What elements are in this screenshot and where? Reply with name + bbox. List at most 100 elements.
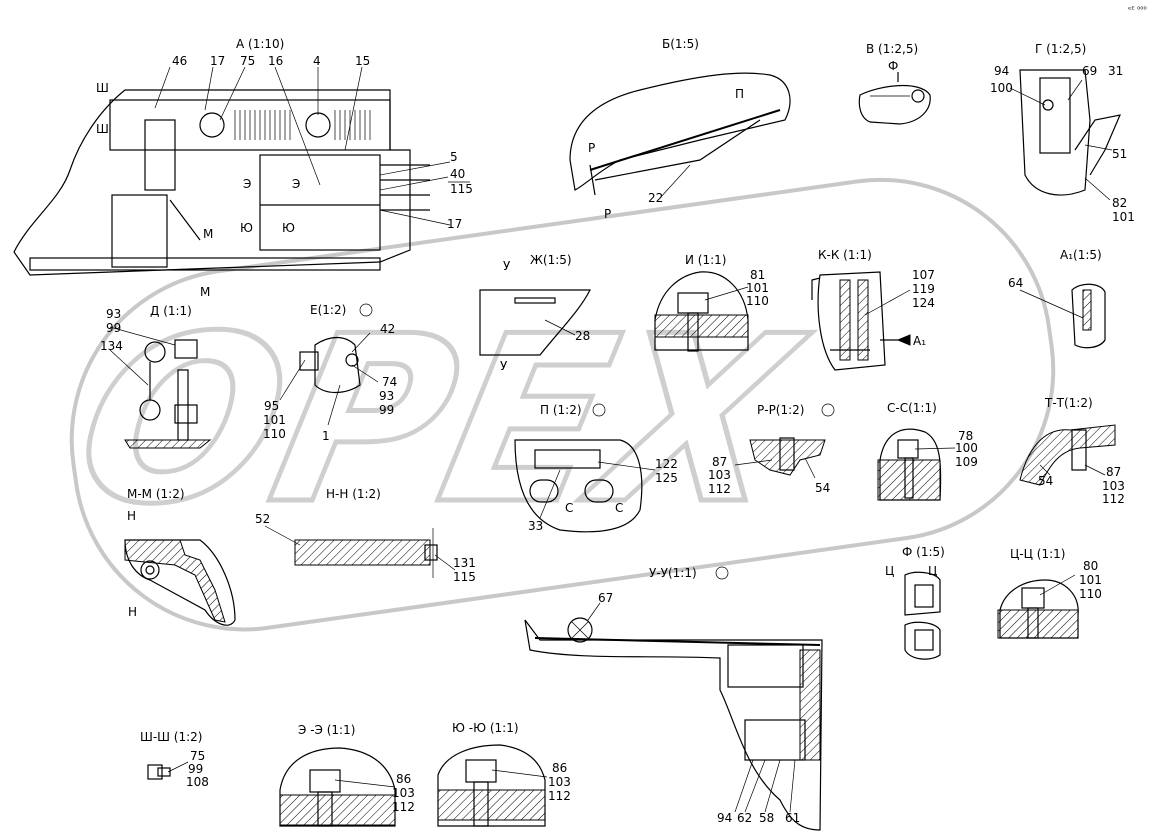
label-s-1: С (565, 501, 573, 515)
callout-rr-112: 112 (708, 482, 731, 496)
callout-e-110: 110 (263, 427, 286, 441)
callout-a-16: 16 (268, 54, 283, 68)
label-a1: А₁ (913, 334, 926, 348)
callout-a1-64: 64 (1008, 276, 1023, 290)
view-d: Д (1:1) 93 99 134 (100, 304, 212, 449)
view-tsts: Ц-Ц (1:1) 80 101 110 (997, 547, 1102, 639)
label-p: П (735, 87, 744, 101)
view-uu-title: У-У(1:1) (649, 566, 697, 580)
view-f-upper (904, 571, 941, 616)
view-v-title: В (1:2,5) (866, 42, 918, 56)
callout-a-115: 115 (450, 182, 473, 196)
view-mm-outline (124, 539, 236, 626)
label-n-1: Н (127, 509, 136, 523)
view-rr-title: Р-Р(1:2) (757, 403, 804, 417)
label-sh-2: Ш (96, 122, 109, 136)
view-nn: Н-Н (1:2) 52 131 115 (255, 487, 476, 584)
callout-p-122: 122 (655, 457, 678, 471)
view-kk-title: К-К (1:1) (818, 248, 872, 262)
view-b-title: Б(1:5) (662, 37, 699, 51)
callout-zh-28: 28 (575, 329, 590, 343)
view-rr: Р-Р(1:2) 87 103 112 54 (708, 403, 835, 496)
view-b: Б(1:5) П Р Р 22 (569, 37, 791, 221)
callout-tsts-110: 110 (1079, 587, 1102, 601)
view-f: Ф (1:5) Ц Ц (885, 545, 945, 660)
callout-g-101: 101 (1112, 210, 1135, 224)
view-p-outline (514, 439, 643, 533)
callout-uu-62: 62 (737, 811, 752, 825)
callout-a-17b: 17 (447, 217, 462, 231)
view-ee: Э -Э (1:1) 86 103 112 (279, 723, 415, 827)
leader-17 (204, 66, 214, 111)
callout-e-101: 101 (263, 413, 286, 427)
callout-d-134: 134 (100, 339, 123, 353)
view-e-body (314, 336, 361, 394)
label-e-1: Э (243, 177, 251, 191)
callout-g-51: 51 (1112, 147, 1127, 161)
view-mm-title: М-М (1:2) (127, 487, 185, 501)
view-a-outline (13, 89, 411, 276)
view-a-mechanism-right (305, 112, 331, 138)
view-p: П (1:2) 122 125 33 С С (514, 403, 678, 533)
callout-tt-87: 87 (1106, 465, 1121, 479)
view-ss: С-С(1:1) 78 100 109 (877, 401, 978, 501)
callout-e-74: 74 (382, 375, 397, 389)
corner-mark: ᵉᴱ ⁰⁰⁰ (1128, 5, 1147, 14)
view-g: Г (1:2,5) 94 100 69 31 51 82 101 (990, 42, 1135, 224)
label-sh-1: Ш (96, 81, 109, 95)
view-yuyu-title: Ю -Ю (1:1) (452, 721, 519, 735)
label-yu-2: Ю (282, 221, 295, 235)
label-n-2: Н (128, 605, 137, 619)
callout-rr-54: 54 (815, 481, 830, 495)
label-m-1: М (203, 227, 213, 241)
view-a-block (111, 194, 168, 268)
callout-shsh-108: 108 (186, 775, 209, 789)
view-yuyu: Ю -Ю (1:1) 86 103 112 (437, 721, 571, 827)
callout-yuyu-86: 86 (552, 761, 567, 775)
view-yuyu-outline (437, 744, 546, 827)
callout-tt-103: 103 (1102, 479, 1125, 493)
label-m-2: М (200, 285, 210, 299)
view-d-title: Д (1:1) (150, 304, 192, 318)
view-nn-title: Н-Н (1:2) (326, 487, 381, 501)
view-a-panel (109, 99, 391, 151)
callout-kk-107: 107 (912, 268, 935, 282)
view-b-outline (569, 72, 791, 191)
callout-rr-103: 103 (708, 468, 731, 482)
view-uu-hub (567, 617, 593, 643)
callout-a-5: 5 (450, 150, 458, 164)
view-a-title: А (1:10) (236, 37, 284, 51)
view-a-base (29, 257, 381, 271)
leader-17b (379, 209, 451, 226)
callout-i-81: 81 (750, 268, 765, 282)
view-uu: У-У(1:1) 67 94 62 58 61 (524, 566, 823, 831)
view-tsts-title: Ц-Ц (1:1) (1010, 547, 1065, 561)
callout-rr-87: 87 (712, 455, 727, 469)
view-kk-outline (817, 271, 886, 371)
view-e: Е(1:2) 42 74 93 99 95 101 110 1 (263, 303, 397, 443)
view-e-title: Е(1:2) (310, 303, 346, 317)
callout-d-99: 99 (106, 321, 121, 335)
view-a1: А₁(1:5) 64 (1008, 248, 1106, 349)
view-p-title: П (1:2) (540, 403, 582, 417)
callout-g-69: 69 (1082, 64, 1097, 78)
view-tt: Т-Т(1:2) 54 87 103 112 (1019, 396, 1125, 506)
callout-e-99: 99 (379, 403, 394, 417)
view-v: В (1:2,5) Ф (858, 42, 931, 125)
leader-16 (274, 66, 321, 186)
view-a-frame (259, 154, 381, 251)
view-g-title: Г (1:2,5) (1035, 42, 1086, 56)
label-f: Ф (888, 59, 898, 73)
view-ss-outline (879, 428, 942, 501)
callout-b-22: 22 (648, 191, 663, 205)
callout-e-42: 42 (380, 322, 395, 336)
callout-a-75: 75 (240, 54, 255, 68)
view-f-lower (904, 621, 941, 660)
callout-nn-115: 115 (453, 570, 476, 584)
view-tt-title: Т-Т(1:2) (1044, 396, 1093, 410)
label-yu-1: Ю (240, 221, 253, 235)
callout-yuyu-112: 112 (548, 789, 571, 803)
view-ss-title: С-С(1:1) (887, 401, 937, 415)
callout-g-82: 82 (1112, 196, 1127, 210)
callout-uu-61: 61 (785, 811, 800, 825)
